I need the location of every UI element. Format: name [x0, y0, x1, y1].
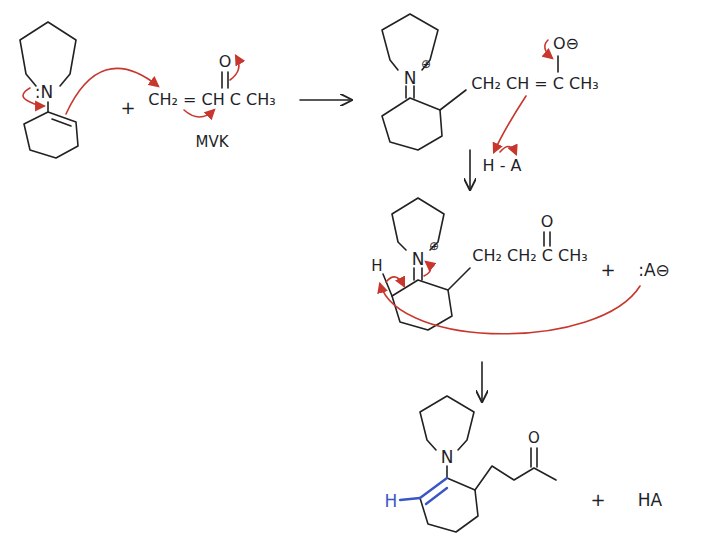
plus-sign: +	[590, 491, 605, 509]
atom-label: O	[528, 431, 540, 446]
compound-name: MVK	[195, 135, 228, 150]
atom-label: N	[441, 449, 454, 466]
atom-label: :N	[35, 84, 53, 101]
atom-label: O⊖	[553, 36, 579, 52]
formula-text: HA	[638, 492, 662, 509]
formula-text: CH₂ = CH C CH₃	[148, 92, 275, 108]
atom-label: N	[404, 70, 417, 87]
formula-text: CH₂ CH₂ C CH₃	[472, 248, 587, 264]
atom-label: O	[219, 54, 232, 70]
atom-label: H	[371, 259, 382, 274]
charge-symbol: ⊕	[429, 240, 439, 252]
formula-text: H - A	[483, 158, 522, 174]
charge-symbol: ⊕	[421, 58, 431, 70]
atom-label: H	[385, 493, 398, 510]
atom-label: N	[412, 251, 425, 268]
formula-text: :A⊖	[638, 262, 670, 279]
formula-text: CH₂ CH = C CH₃	[471, 76, 598, 92]
plus-sign: +	[600, 261, 615, 279]
plus-sign: +	[120, 99, 135, 117]
atom-label: O	[541, 214, 554, 230]
